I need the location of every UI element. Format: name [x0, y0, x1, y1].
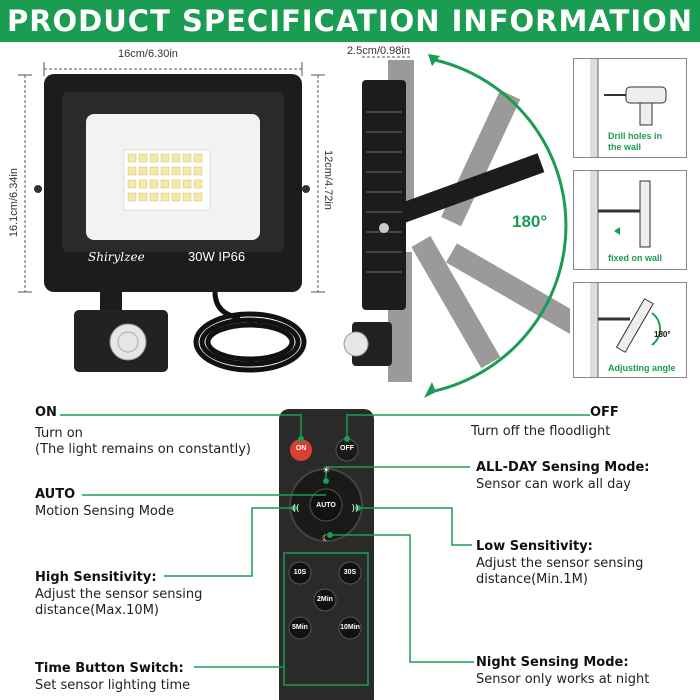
floodlight-front	[18, 62, 325, 373]
spec-label: 30W IP66	[188, 249, 246, 264]
timer-10s-button[interactable]: 10S	[293, 569, 307, 576]
off-button[interactable]: OFF	[340, 445, 354, 452]
remote-control: ☀ ☾ (( ))	[60, 409, 590, 700]
height-dimension: 16.1cm/6.34in	[8, 168, 20, 238]
depth-dimension: 2.5cm/0.98in	[347, 45, 410, 57]
adjust-angle-icon	[590, 283, 661, 377]
auto-desc: Motion Sensing Mode	[35, 504, 175, 519]
wall-mount-icon	[590, 171, 651, 269]
install-step-label: Adjusting angle	[608, 363, 676, 373]
svg-text:((: ((	[292, 504, 299, 514]
install-step-adjust: 180° Adjusting angle	[573, 282, 687, 378]
adjust-angle-value: 180°	[654, 330, 671, 339]
install-step-label: fixed on wall	[608, 253, 663, 263]
time-switch-desc: Set sensor lighting time	[35, 678, 191, 693]
width-dimension: 16cm/6.30in	[118, 48, 178, 60]
timer-2min-button[interactable]: 2Min	[317, 596, 333, 603]
on-title: ON	[35, 405, 57, 420]
on-desc: Turn on(The light remains on constantly)	[35, 426, 251, 457]
off-desc: Turn off the floodlight	[471, 424, 611, 439]
rotation-angle: 180°	[512, 212, 548, 231]
night-mode-desc: Sensor only works at night	[476, 672, 650, 687]
panel-height-dimension: 12cm/4.72in	[322, 150, 334, 210]
brand-logo: Shirylzee	[88, 250, 145, 264]
timer-10min-button[interactable]: 10Min	[340, 624, 360, 631]
time-switch-title: Time Button Switch:	[35, 661, 184, 676]
page-title: PRODUCT SPECIFICATION INFORMATION	[0, 0, 700, 42]
drill-icon	[590, 59, 667, 157]
allday-desc: Sensor can work all day	[476, 477, 632, 492]
on-button[interactable]: ON	[295, 445, 307, 452]
install-step-fix: fixed on wall	[573, 170, 687, 270]
timer-30s-button[interactable]: 30S	[343, 569, 357, 576]
low-sensitivity-title: Low Sensitivity:	[476, 539, 593, 554]
auto-button[interactable]: AUTO	[316, 502, 336, 509]
floodlight-side-rotation	[343, 54, 570, 398]
off-title: OFF	[590, 405, 619, 420]
svg-text:)): ))	[351, 504, 358, 514]
allday-title: ALL-DAY Sensing Mode:	[476, 460, 650, 475]
night-mode-title: Night Sensing Mode:	[476, 655, 629, 670]
auto-title: AUTO	[35, 487, 76, 502]
timer-5min-button[interactable]: 5Min	[292, 624, 308, 631]
high-sensitivity-title: High Sensitivity:	[35, 570, 157, 585]
svg-text:☾: ☾	[322, 534, 330, 544]
svg-text:☀: ☀	[322, 466, 330, 476]
